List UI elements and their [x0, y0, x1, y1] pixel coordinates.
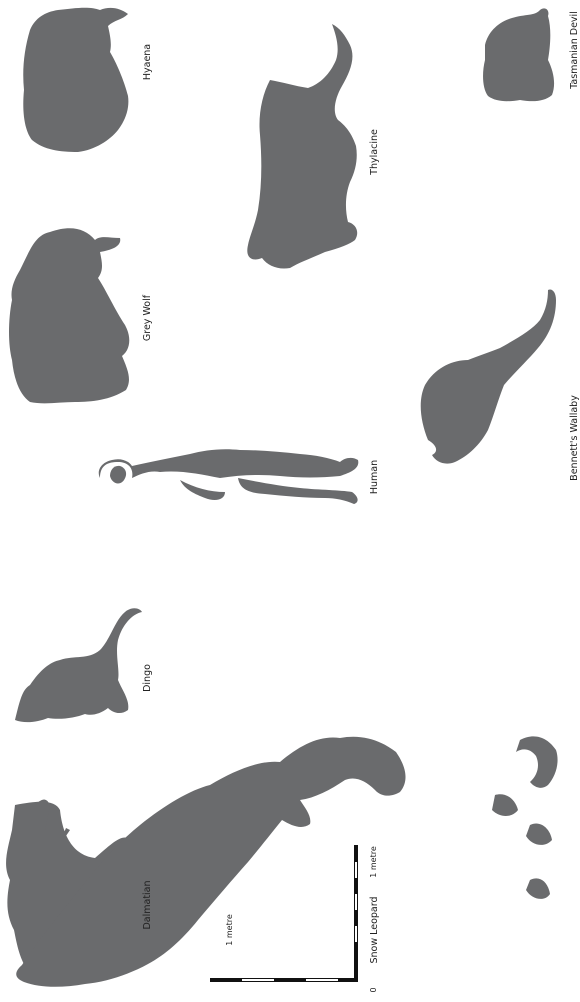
label-grey-wolf: Grey Wolf [142, 294, 153, 341]
grey-wolf-silhouette [9, 228, 129, 403]
scale-label-horizontal: 1 metre [225, 914, 234, 946]
label-hyaena: Hyaena [142, 44, 153, 80]
scale-label-vertical: 1 metre [369, 846, 378, 878]
label-bennetts-wallaby: Bennett's Wallaby [569, 395, 580, 481]
label-tasmanian-devil: Tasmanian Devil [569, 11, 580, 90]
dingo-silhouette [15, 608, 142, 722]
label-dalmatian: Dalmatian [142, 880, 153, 929]
hyaena-silhouette [23, 8, 128, 152]
scale-origin-label: 0 [369, 987, 378, 992]
label-human: Human [369, 460, 380, 494]
label-dingo: Dingo [142, 664, 153, 692]
label-thylacine: Thylacine [369, 129, 380, 176]
wallaby-silhouette [421, 289, 556, 463]
human-silhouette [99, 449, 359, 504]
label-snow-leopard: Snow Leopard [369, 896, 380, 963]
tasmanian-devil-silhouette [483, 8, 554, 101]
thylacine-silhouette [247, 24, 357, 269]
